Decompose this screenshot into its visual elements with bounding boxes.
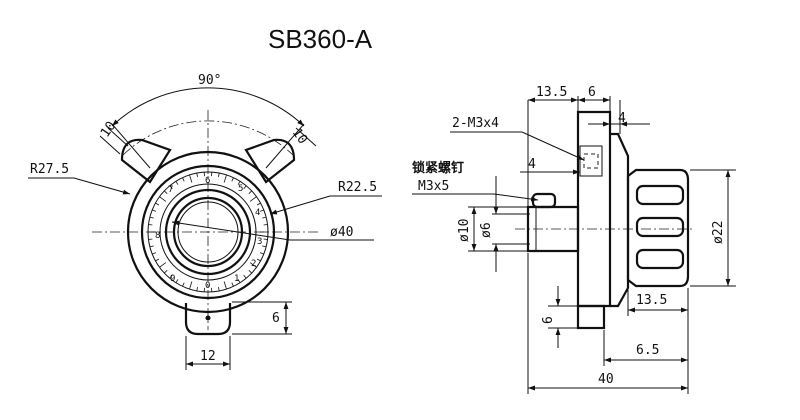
flange-width-label: 6	[588, 85, 596, 100]
screw-offset-label: 4	[528, 157, 536, 172]
dial-tick	[159, 196, 167, 202]
dial-tick	[169, 274, 173, 279]
knob-diameter-label: ø22	[711, 221, 726, 244]
hole-callout: 2-M3x4	[452, 116, 499, 131]
dial-tick	[164, 270, 168, 274]
side-tab-height-label: 6	[541, 316, 556, 324]
dial-tick	[259, 209, 264, 212]
inner-radius-label: R22.5	[338, 180, 377, 195]
scale-mark-3: 3	[257, 237, 262, 247]
dial-tick	[231, 177, 234, 182]
dial-tick	[248, 190, 252, 194]
dial-tick	[262, 245, 267, 248]
dial-tick	[169, 185, 173, 190]
dial-tick	[249, 196, 257, 202]
side-view: 13.5 6 4 2-M3x4 4 锁紧螺钉 M3x5 ø10 ø6	[412, 85, 736, 394]
scale-mark-9: 9	[170, 274, 175, 284]
front-view: 90° 10 10 6 5 4 3 2 1	[28, 73, 382, 370]
dial-tick	[182, 177, 185, 182]
dial-tick	[148, 238, 153, 240]
locking-screw-size: M3x5	[418, 179, 449, 194]
dial-tick	[149, 245, 154, 248]
dial-tick	[152, 252, 157, 255]
scale-mark-7: 7	[168, 185, 173, 195]
scale-mark-0: 0	[205, 281, 210, 291]
slot-left-width: 10	[98, 119, 119, 140]
dial-tick	[196, 286, 198, 291]
dial-scale-ticks	[148, 172, 268, 292]
dial-tick	[148, 224, 153, 226]
dial-tick	[263, 238, 268, 240]
scale-mark-2: 2	[251, 259, 256, 269]
dial-tick	[237, 279, 241, 283]
dial-tick	[256, 258, 261, 262]
tab-offset-label: 6.5	[636, 343, 659, 358]
dial-tick	[248, 270, 252, 274]
dial-tick	[262, 216, 267, 219]
dial-tick	[243, 185, 247, 190]
dial-tick	[223, 174, 227, 183]
scale-mark-6: 6	[205, 176, 210, 186]
outer-radius-label: R27.5	[30, 162, 69, 177]
knob-length-label: 13.5	[636, 293, 667, 308]
shaft-inner-diameter: ø6	[479, 222, 494, 238]
scale-mark-5: 5	[238, 184, 243, 194]
scale-mark-1: 1	[234, 274, 239, 284]
dial-tick	[223, 281, 227, 290]
total-length-label: 40	[598, 372, 614, 387]
dial-tick	[249, 262, 257, 268]
locking-screw-name: 锁紧螺钉	[412, 160, 464, 176]
dial-tick	[218, 173, 220, 178]
dial-tick	[237, 181, 241, 185]
dial-tick	[164, 190, 168, 194]
dial-tick	[263, 224, 268, 226]
dial-tick	[189, 174, 193, 183]
dial-tick	[189, 281, 193, 290]
dial-tick	[152, 209, 157, 212]
slot-right-width: 10	[289, 126, 310, 147]
dial-tick	[218, 286, 220, 291]
angle-label: 90°	[198, 73, 221, 88]
dial-tick	[149, 216, 154, 219]
drawing-title: SB360-A	[268, 24, 373, 54]
scale-mark-4: 4	[255, 208, 260, 218]
dial-tick	[155, 258, 160, 262]
side-thickness-label: 13.5	[536, 85, 567, 100]
bore-diameter-label: ø40	[330, 225, 353, 240]
dial-tick	[196, 173, 198, 178]
dial-tick	[155, 202, 160, 206]
dial-tick	[159, 262, 167, 268]
tab-width-label: 12	[200, 349, 216, 364]
dial-tick	[175, 181, 179, 185]
dial-scale-numbers: 6 5 4 3 2 1 0 9 8 7	[155, 176, 262, 291]
dial-tick	[182, 282, 185, 287]
dial-tick	[259, 252, 264, 255]
offset-label: 4	[618, 111, 626, 126]
dial-tick	[175, 279, 179, 283]
dial-tick	[231, 282, 234, 287]
scale-mark-8: 8	[155, 231, 160, 241]
dial-tick	[243, 274, 247, 279]
dial-tick	[256, 202, 261, 206]
shaft-outer-diameter: ø10	[457, 219, 472, 242]
tab-height-label: 6	[272, 311, 280, 326]
